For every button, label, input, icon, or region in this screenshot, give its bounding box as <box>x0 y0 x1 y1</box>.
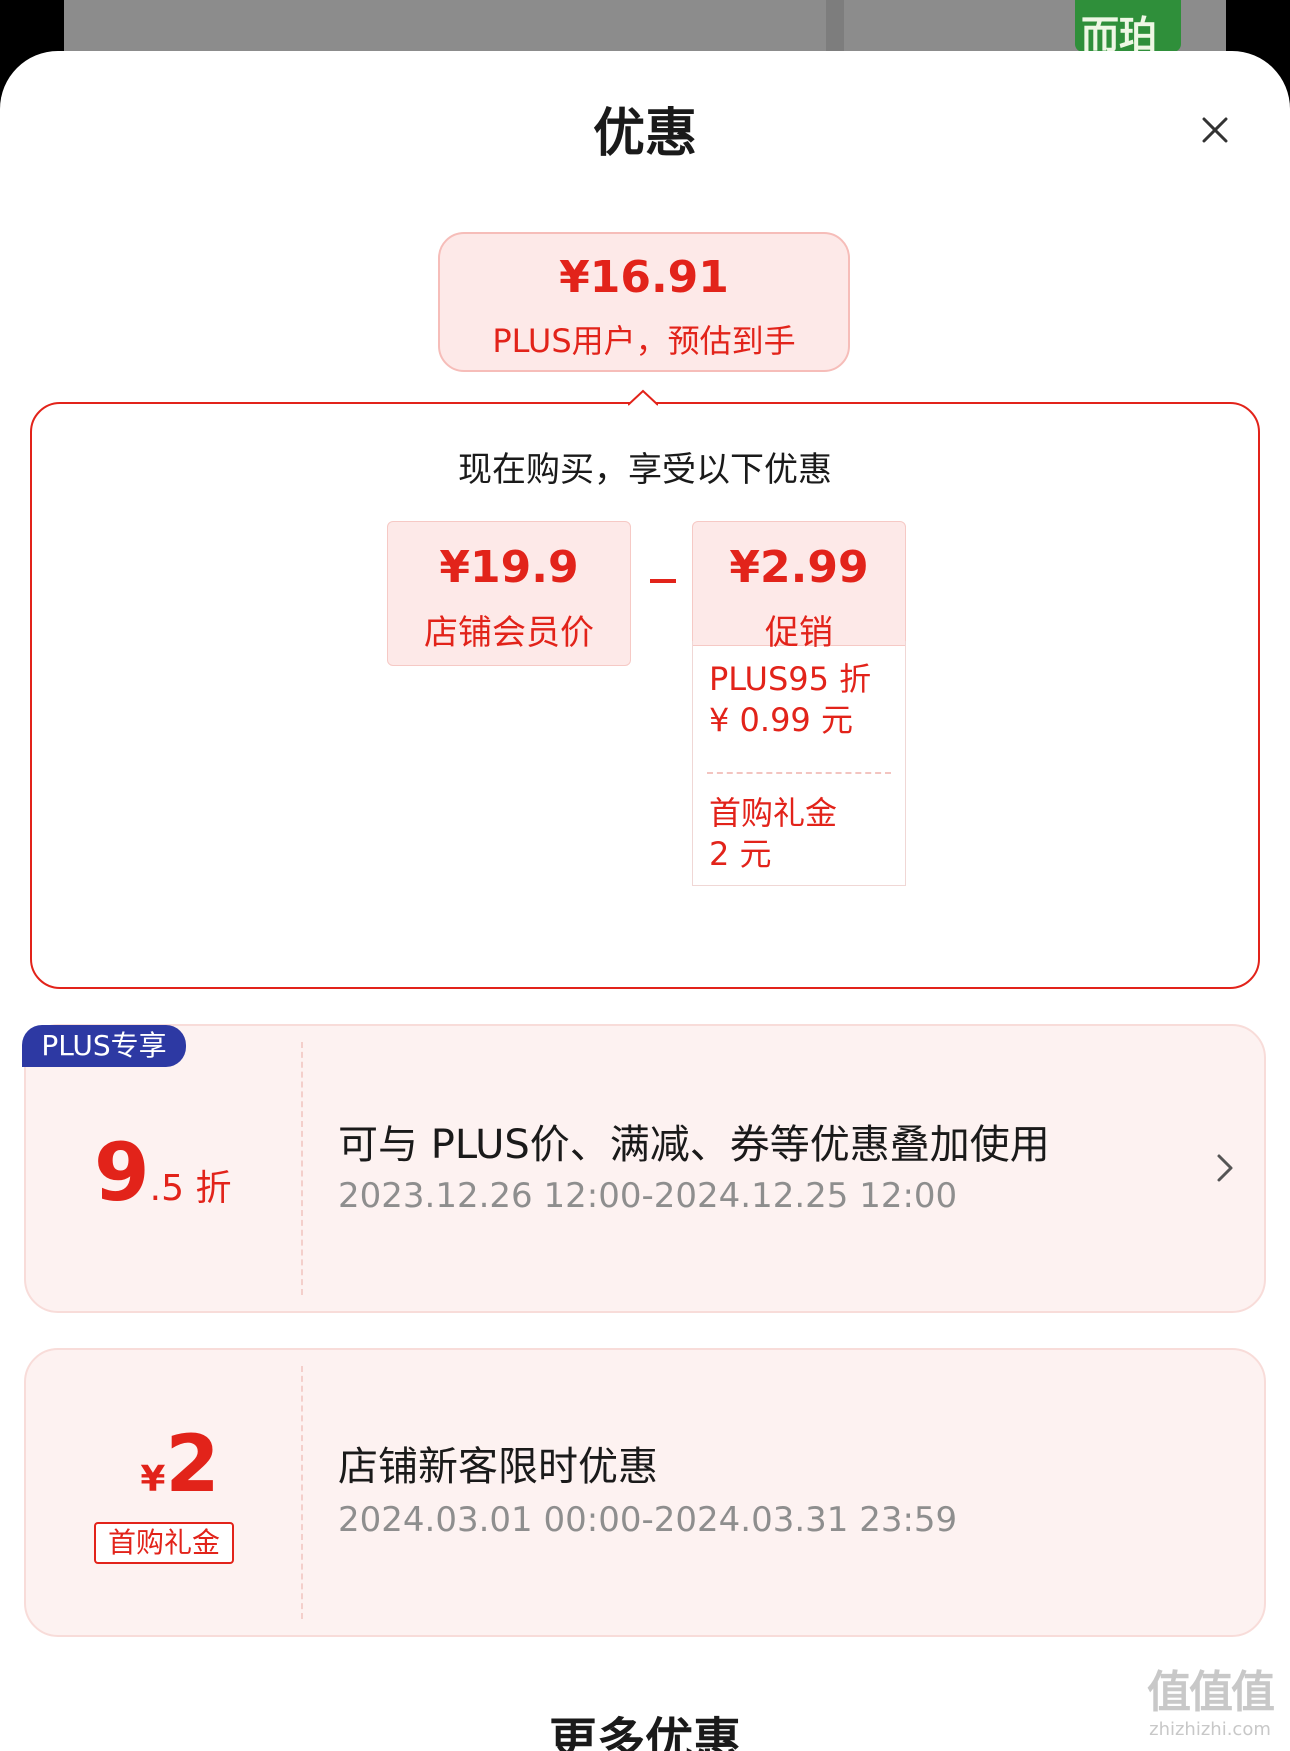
promo-detail-list: PLUS95 折 ¥ 0.99 元 首购礼金 2 元 <box>692 641 906 886</box>
sheet-title: 优惠 <box>592 104 697 164</box>
background-divider <box>826 0 844 60</box>
estimated-price: ¥16.91 <box>559 252 729 303</box>
discount-value-major: 9 <box>94 1126 150 1219</box>
coupon-validity: 2024.03.01 00:00-2024.03.31 23:59 <box>338 1500 958 1540</box>
more-offers-title: 更多优惠 <box>548 1713 741 1751</box>
chevron-right-icon[interactable] <box>1214 1150 1236 1186</box>
promo-item-amount: 2 元 <box>709 835 772 873</box>
member-price-label: 店铺会员价 <box>424 613 594 653</box>
background-product-image: 而珀 <box>1075 0 1181 57</box>
minus-operator <box>650 579 676 583</box>
plus-exclusive-badge: PLUS专享 <box>22 1025 186 1067</box>
member-price-amount: ¥19.9 <box>439 542 579 593</box>
watermark-site: zhizhizhi.com <box>1149 1719 1271 1740</box>
promo-item-amount: ¥ 0.99 元 <box>709 701 853 739</box>
breakdown-heading: 现在购买，享受以下优惠 <box>458 450 832 490</box>
discount-value-minor: .5 折 <box>149 1168 232 1209</box>
gift-value: ¥2 <box>90 1420 270 1510</box>
coupon-description: 店铺新客限时优惠 <box>338 1444 658 1490</box>
background-product-strip: 而珀 <box>64 0 1226 60</box>
estimated-price-bubble: ¥16.91 PLUS用户，预估到手 <box>438 232 850 372</box>
coupon-description: 可与 PLUS价、满减、券等优惠叠加使用 <box>338 1122 1050 1168</box>
discount-breakdown-panel: 现在购买，享受以下优惠 ¥19.9 店铺会员价 ¥2.99 促销 PLUS95 … <box>30 402 1260 989</box>
promo-item-plus-discount: PLUS95 折 ¥ 0.99 元 <box>709 659 871 741</box>
gift-tag: 首购礼金 <box>94 1522 234 1564</box>
coupon-separator <box>301 1366 303 1619</box>
background-product-label: 而珀 <box>1081 13 1158 57</box>
panel-pointer <box>628 389 658 406</box>
discount-value: 9.5 折 <box>94 1126 274 1219</box>
member-price-card: ¥19.9 店铺会员价 <box>387 521 631 666</box>
estimated-price-label: PLUS用户，预估到手 <box>492 322 796 360</box>
gift-amount: 2 <box>165 1420 220 1510</box>
promo-item-title: PLUS95 折 <box>709 660 872 698</box>
coupon-validity: 2023.12.26 12:00-2024.12.25 12:00 <box>338 1176 958 1216</box>
promo-label: 促销 <box>765 613 833 653</box>
promo-card: ¥2.99 促销 <box>692 521 906 653</box>
promo-item-divider <box>707 772 891 774</box>
promo-item-first-purchase: 首购礼金 2 元 <box>709 793 837 875</box>
promo-item-title: 首购礼金 <box>709 794 838 832</box>
coupon-separator <box>301 1042 303 1295</box>
promo-amount: ¥2.99 <box>729 542 869 593</box>
plus-discount-coupon[interactable]: 9.5 折 可与 PLUS价、满减、券等优惠叠加使用 2023.12.26 12… <box>24 1024 1266 1313</box>
gift-currency: ¥ <box>140 1459 166 1500</box>
watermark: 值值值 zhizhizhi.com <box>1135 1668 1285 1748</box>
discount-sheet: 优惠 ¥16.91 PLUS用户，预估到手 现在购买，享受以下优惠 ¥19.9 … <box>0 51 1290 1751</box>
close-icon[interactable] <box>1192 107 1238 153</box>
watermark-logo: 值值值 <box>1147 1667 1275 1718</box>
first-purchase-gift-coupon[interactable]: ¥2 首购礼金 店铺新客限时优惠 2024.03.01 00:00-2024.0… <box>24 1348 1266 1637</box>
